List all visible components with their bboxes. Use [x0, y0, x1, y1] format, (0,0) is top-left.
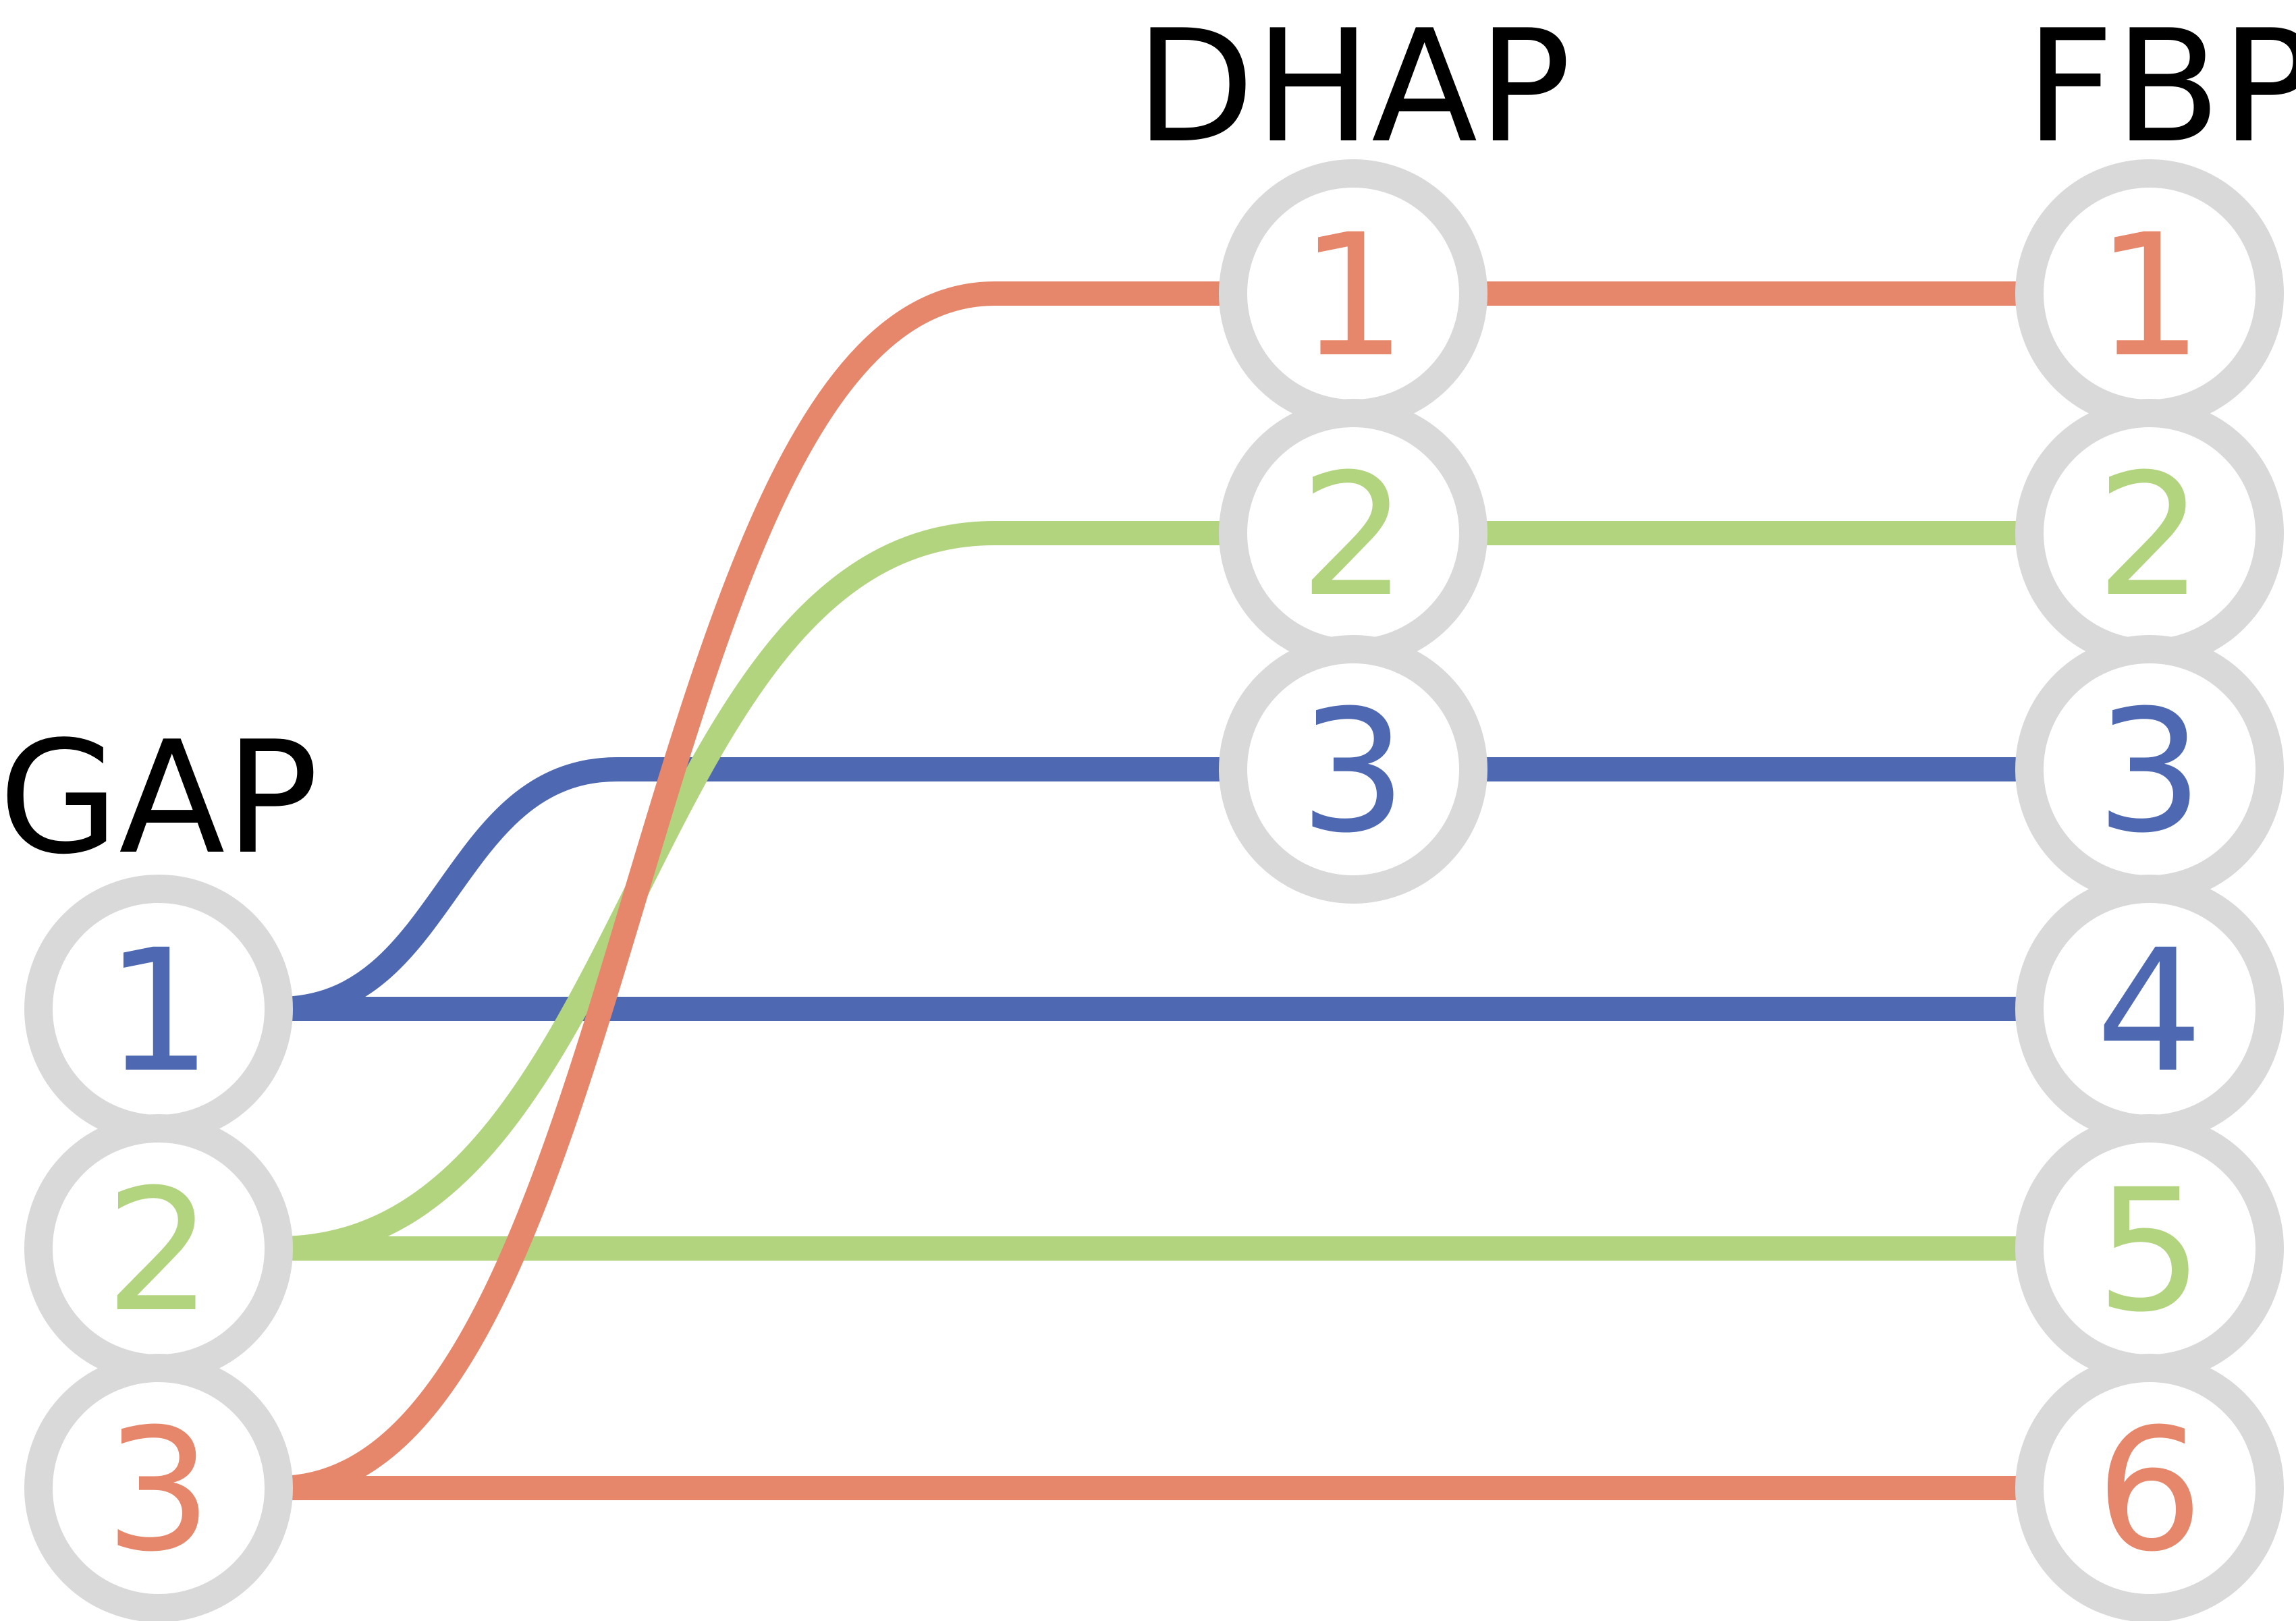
- dhap-node-2: 2: [1219, 399, 1487, 667]
- connector-layer: [278, 281, 2029, 1500]
- gap-node-1-number: 1: [105, 913, 212, 1109]
- dhap-node-3: 3: [1219, 635, 1487, 904]
- fbp-node-1-number: 1: [2096, 198, 2203, 394]
- connector-gap-1-to-dhap-3: [278, 757, 1233, 1021]
- fbp-node-4: 4: [2015, 875, 2284, 1143]
- fbp-node-3-number: 3: [2096, 674, 2203, 870]
- fbp-node-5-number: 5: [2096, 1153, 2203, 1349]
- fbp-node-6-number: 6: [2096, 1392, 2203, 1589]
- gap-node-2: 2: [24, 1114, 293, 1383]
- gap-node-3: 3: [24, 1354, 293, 1621]
- fbp-node-3: 3: [2015, 635, 2284, 904]
- fbp-node-5: 5: [2015, 1114, 2284, 1383]
- gap-group-label: GAP: [0, 709, 319, 889]
- fbp-node-2: 2: [2015, 399, 2284, 667]
- dhap-node-3-number: 3: [1299, 674, 1406, 870]
- gap-node-3-ring: [24, 1354, 293, 1621]
- dhap-node-1-number: 1: [1299, 198, 1406, 394]
- fbp-node-6-ring: [2015, 1354, 2284, 1621]
- fbp-node-4-number: 4: [2096, 913, 2203, 1109]
- dhap-node-1: 1: [1219, 159, 1487, 428]
- gap-node-2-number: 2: [105, 1153, 212, 1349]
- dhap-node-2-number: 2: [1299, 437, 1406, 634]
- dhap-group-label: DHAP: [1135, 0, 1571, 177]
- fbp-node-1: 1: [2015, 159, 2284, 428]
- fbp-group-label: FBP: [2025, 0, 2296, 177]
- dhap-node-3-ring: [1219, 635, 1487, 904]
- fbp-node-6: 6: [2015, 1354, 2284, 1621]
- gap-node-1: 1: [24, 875, 293, 1143]
- gap-node-3-number: 3: [105, 1392, 212, 1589]
- connector-gap-2-to-dhap-2: [278, 521, 1233, 1261]
- node-layer: 1 2 3 1 2 3 1 2 3 4 5 6: [24, 159, 2284, 1621]
- fbp-node-2-number: 2: [2096, 437, 2203, 634]
- connector-gap-3-to-dhap-1: [278, 281, 1233, 1500]
